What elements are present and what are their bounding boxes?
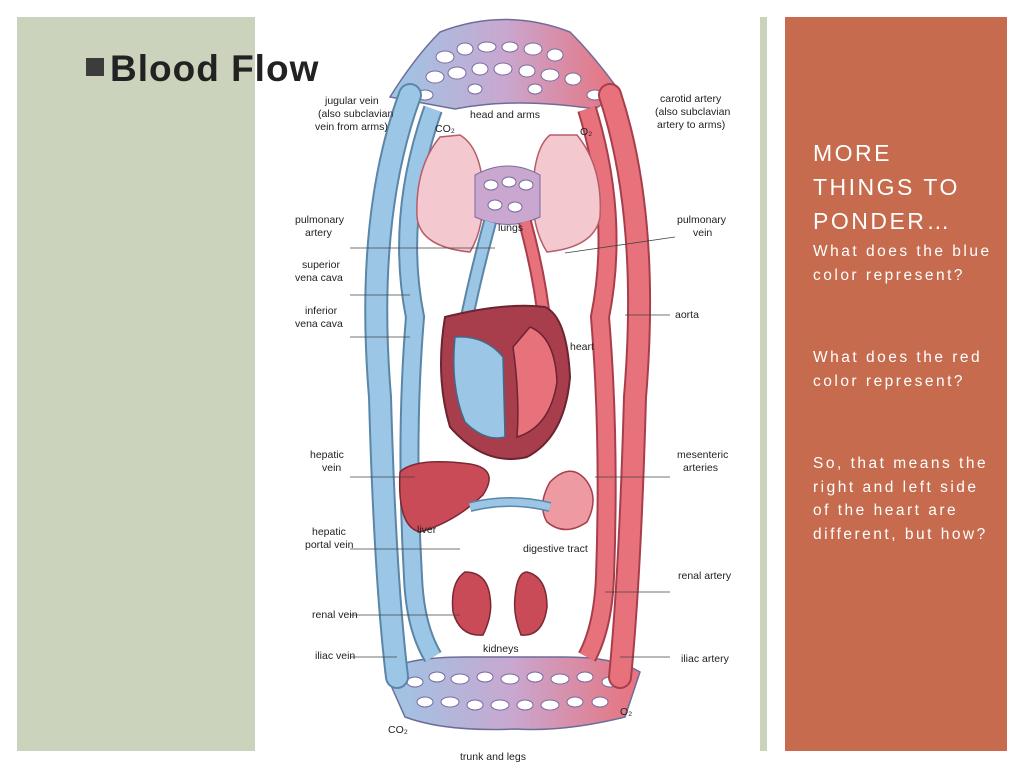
label-renal-artery: renal artery [678, 570, 732, 582]
trunk-capillary-holes [406, 671, 619, 711]
svg-text:(also subclavian: (also subclavian [655, 106, 730, 118]
liver [398, 461, 490, 533]
label-pulmonary-artery: pulmonary [295, 214, 345, 226]
sidebar-panel [785, 17, 1007, 751]
label-iliac-vein: iliac vein [315, 650, 355, 662]
left-accent-panel [17, 17, 255, 751]
svg-text:artery to arms): artery to arms) [657, 119, 725, 131]
label-superior-vena-cava: superior [302, 259, 340, 271]
sidebar-question-red: What does the red color represent? [813, 349, 983, 390]
label-pulmonary-vein: pulmonary [677, 214, 727, 226]
svg-text:portal vein: portal vein [305, 539, 354, 551]
label-lungs: lungs [498, 222, 523, 234]
head-capillary-holes [416, 41, 604, 101]
divider-bar [760, 17, 767, 751]
square-bullet-icon [86, 58, 104, 76]
sidebar-question-blue: What does the blue color represent? [813, 243, 992, 284]
label-leader-lines [350, 236, 676, 658]
left-kidney [451, 571, 492, 636]
label-hepatic-vein: hepatic [310, 449, 344, 461]
label-trunk-and-legs: trunk and legs [460, 751, 526, 763]
label-kidneys: kidneys [483, 643, 519, 655]
lung-capillaries [474, 165, 541, 225]
svg-text:vein: vein [693, 227, 712, 239]
label-aorta: aorta [675, 309, 699, 321]
svg-text:(also subclavian: (also subclavian [318, 108, 393, 120]
label-iliac-artery: iliac artery [681, 653, 730, 665]
slide-title-text: Blood Flow [110, 48, 320, 89]
label-carotid-artery: carotid artery [660, 93, 722, 105]
label-o2-top: O₂ [580, 126, 592, 138]
slide-title: Blood Flow [86, 48, 319, 90]
label-o2-bottom: O₂ [620, 706, 632, 718]
svg-text:vein from arms): vein from arms) [315, 121, 388, 133]
label-heart: heart [570, 341, 594, 353]
digestive-tract [541, 470, 594, 531]
svg-text:vena cava: vena cava [295, 318, 343, 330]
label-inferior-vena-cava: inferior [305, 305, 338, 317]
svg-text:vena cava: vena cava [295, 272, 343, 284]
label-hepatic-portal-vein: hepatic [312, 526, 346, 538]
svg-text:arteries: arteries [683, 462, 718, 474]
label-head-and-arms: head and arms [470, 109, 540, 121]
trunk-capillary-bed [384, 656, 641, 731]
label-renal-vein: renal vein [312, 609, 358, 621]
left-lung [416, 134, 484, 253]
label-co2-bottom: CO₂ [388, 724, 408, 736]
right-kidney [513, 571, 548, 636]
label-jugular-vein: jugular vein [324, 95, 379, 107]
label-mesenteric-arteries: mesenteric [677, 449, 728, 461]
svg-text:artery: artery [305, 227, 333, 239]
circulatory-diagram: jugular vein (also subclavian vein from … [295, 18, 732, 763]
label-liver: liver [417, 524, 437, 536]
heart-left-side [512, 326, 558, 439]
sidebar-question-heart-sides: So, that means the right and left side o… [813, 455, 989, 543]
sidebar-heading: MORE THINGS TO PONDER… [813, 140, 960, 234]
heart-right-side [453, 336, 506, 439]
label-co2-top: CO₂ [435, 123, 455, 135]
label-digestive-tract: digestive tract [523, 543, 588, 555]
svg-text:vein: vein [322, 462, 341, 474]
